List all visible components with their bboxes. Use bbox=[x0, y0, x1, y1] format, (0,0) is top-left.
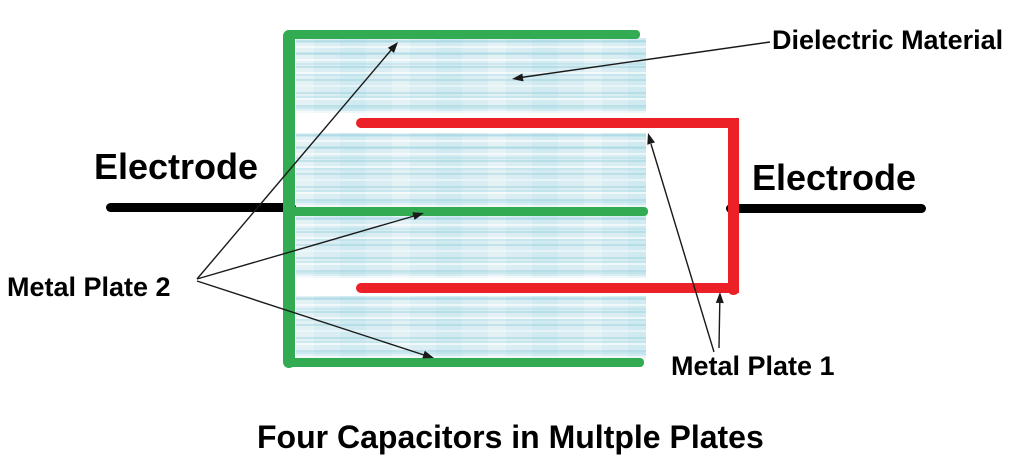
metal-plate-2-bus-bar bbox=[283, 30, 295, 368]
metal-plate-1-top-plate bbox=[356, 118, 739, 128]
metal-plate-2-bottom-plate bbox=[286, 358, 644, 367]
metal-plate-1-bus-bar bbox=[728, 118, 739, 295]
leader-line-plate1-top bbox=[650, 143, 715, 353]
metal-plate-1-label: Metal Plate 1 bbox=[671, 351, 835, 381]
electrode-left-label: Electrode bbox=[94, 146, 259, 187]
electrode-right-label: Electrode bbox=[752, 157, 917, 198]
dielectric-slab-4 bbox=[296, 296, 646, 358]
dielectric-material-label: Dielectric Material bbox=[772, 25, 1004, 55]
arrowhead-plate1-top bbox=[647, 133, 655, 145]
metal-plate-1-bottom-plate bbox=[356, 283, 739, 293]
metal-plate-2-middle-plate bbox=[290, 207, 648, 216]
dielectric-slab-3 bbox=[296, 216, 646, 278]
dielectric-slab-1 bbox=[296, 38, 646, 113]
arrowhead-plate1-bottom bbox=[715, 292, 724, 304]
electrode-lead-left bbox=[106, 203, 296, 212]
electrode-lead-right bbox=[726, 204, 926, 213]
dielectric-slab-2 bbox=[296, 133, 646, 207]
metal-plate-2-label: Metal Plate 2 bbox=[7, 272, 171, 302]
leader-line-plate1-bottom bbox=[718, 301, 721, 349]
diagram-title: Four Capacitors in Multple Plates bbox=[257, 419, 764, 455]
metal-plate-2-top-plate bbox=[285, 30, 640, 39]
